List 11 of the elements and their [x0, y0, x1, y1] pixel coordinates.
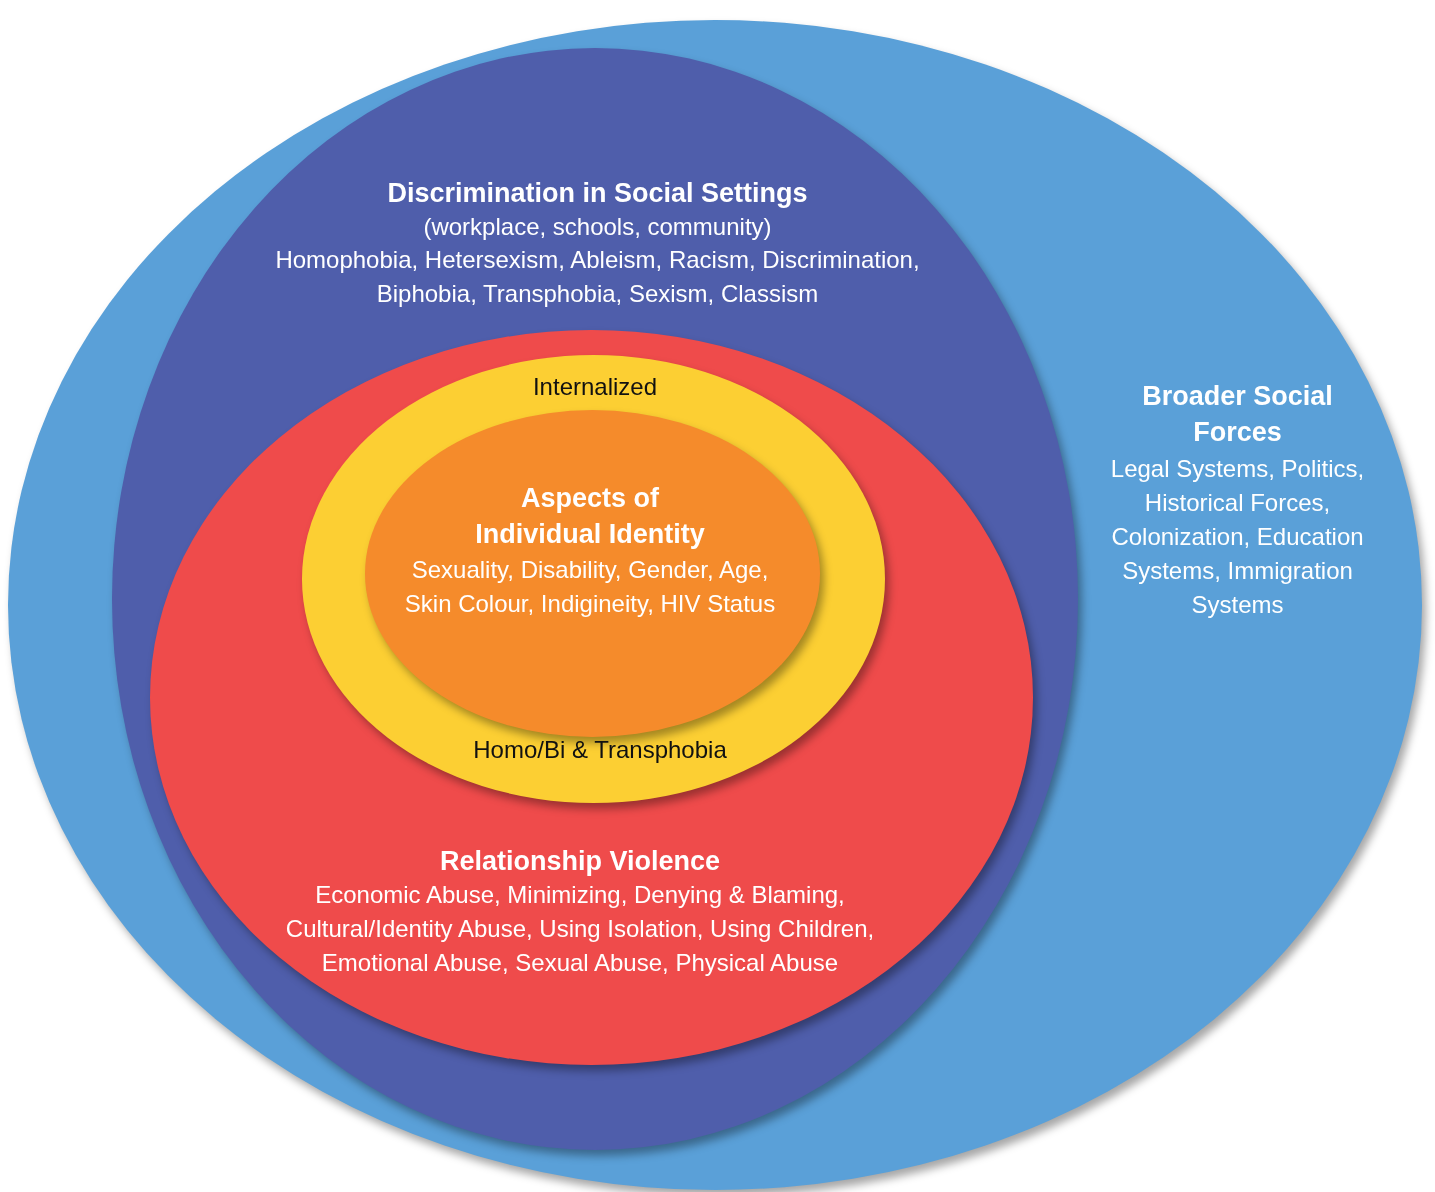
- layer-heading: Discrimination in Social Settings: [386, 177, 809, 210]
- layer-text: (workplace, schools, community): [422, 212, 773, 242]
- layer-heading: Broader Social Forces: [1141, 380, 1334, 449]
- layer-text: Legal Systems, Politics, Historical Forces, Colonization, Education Systems, Immigration Systems: [1109, 454, 1366, 620]
- layer-heading: Relationship Violence: [438, 845, 722, 878]
- band-label: Homo/Bi & Transphobia: [472, 735, 728, 765]
- band-label: Internalized: [531, 372, 659, 402]
- layer-heading: Aspects of Individual Identity: [474, 482, 706, 551]
- layer-text: Homophobia, Hetersexism, Ableism, Racism, Discrimination, Biphobia, Transphobia, Sexism, Classism: [274, 245, 921, 309]
- layer-text: Sexuality, Disability, Gender, Age, Skin Colour, Indigineity, HIV Status: [403, 555, 777, 619]
- layer-text: Economic Abuse, Minimizing, Denying & Blaming, Cultural/Identity Abuse, Using Isolation, Using Children, Emotional Abuse, Sexual Abuse, Physical Abuse: [284, 880, 876, 978]
